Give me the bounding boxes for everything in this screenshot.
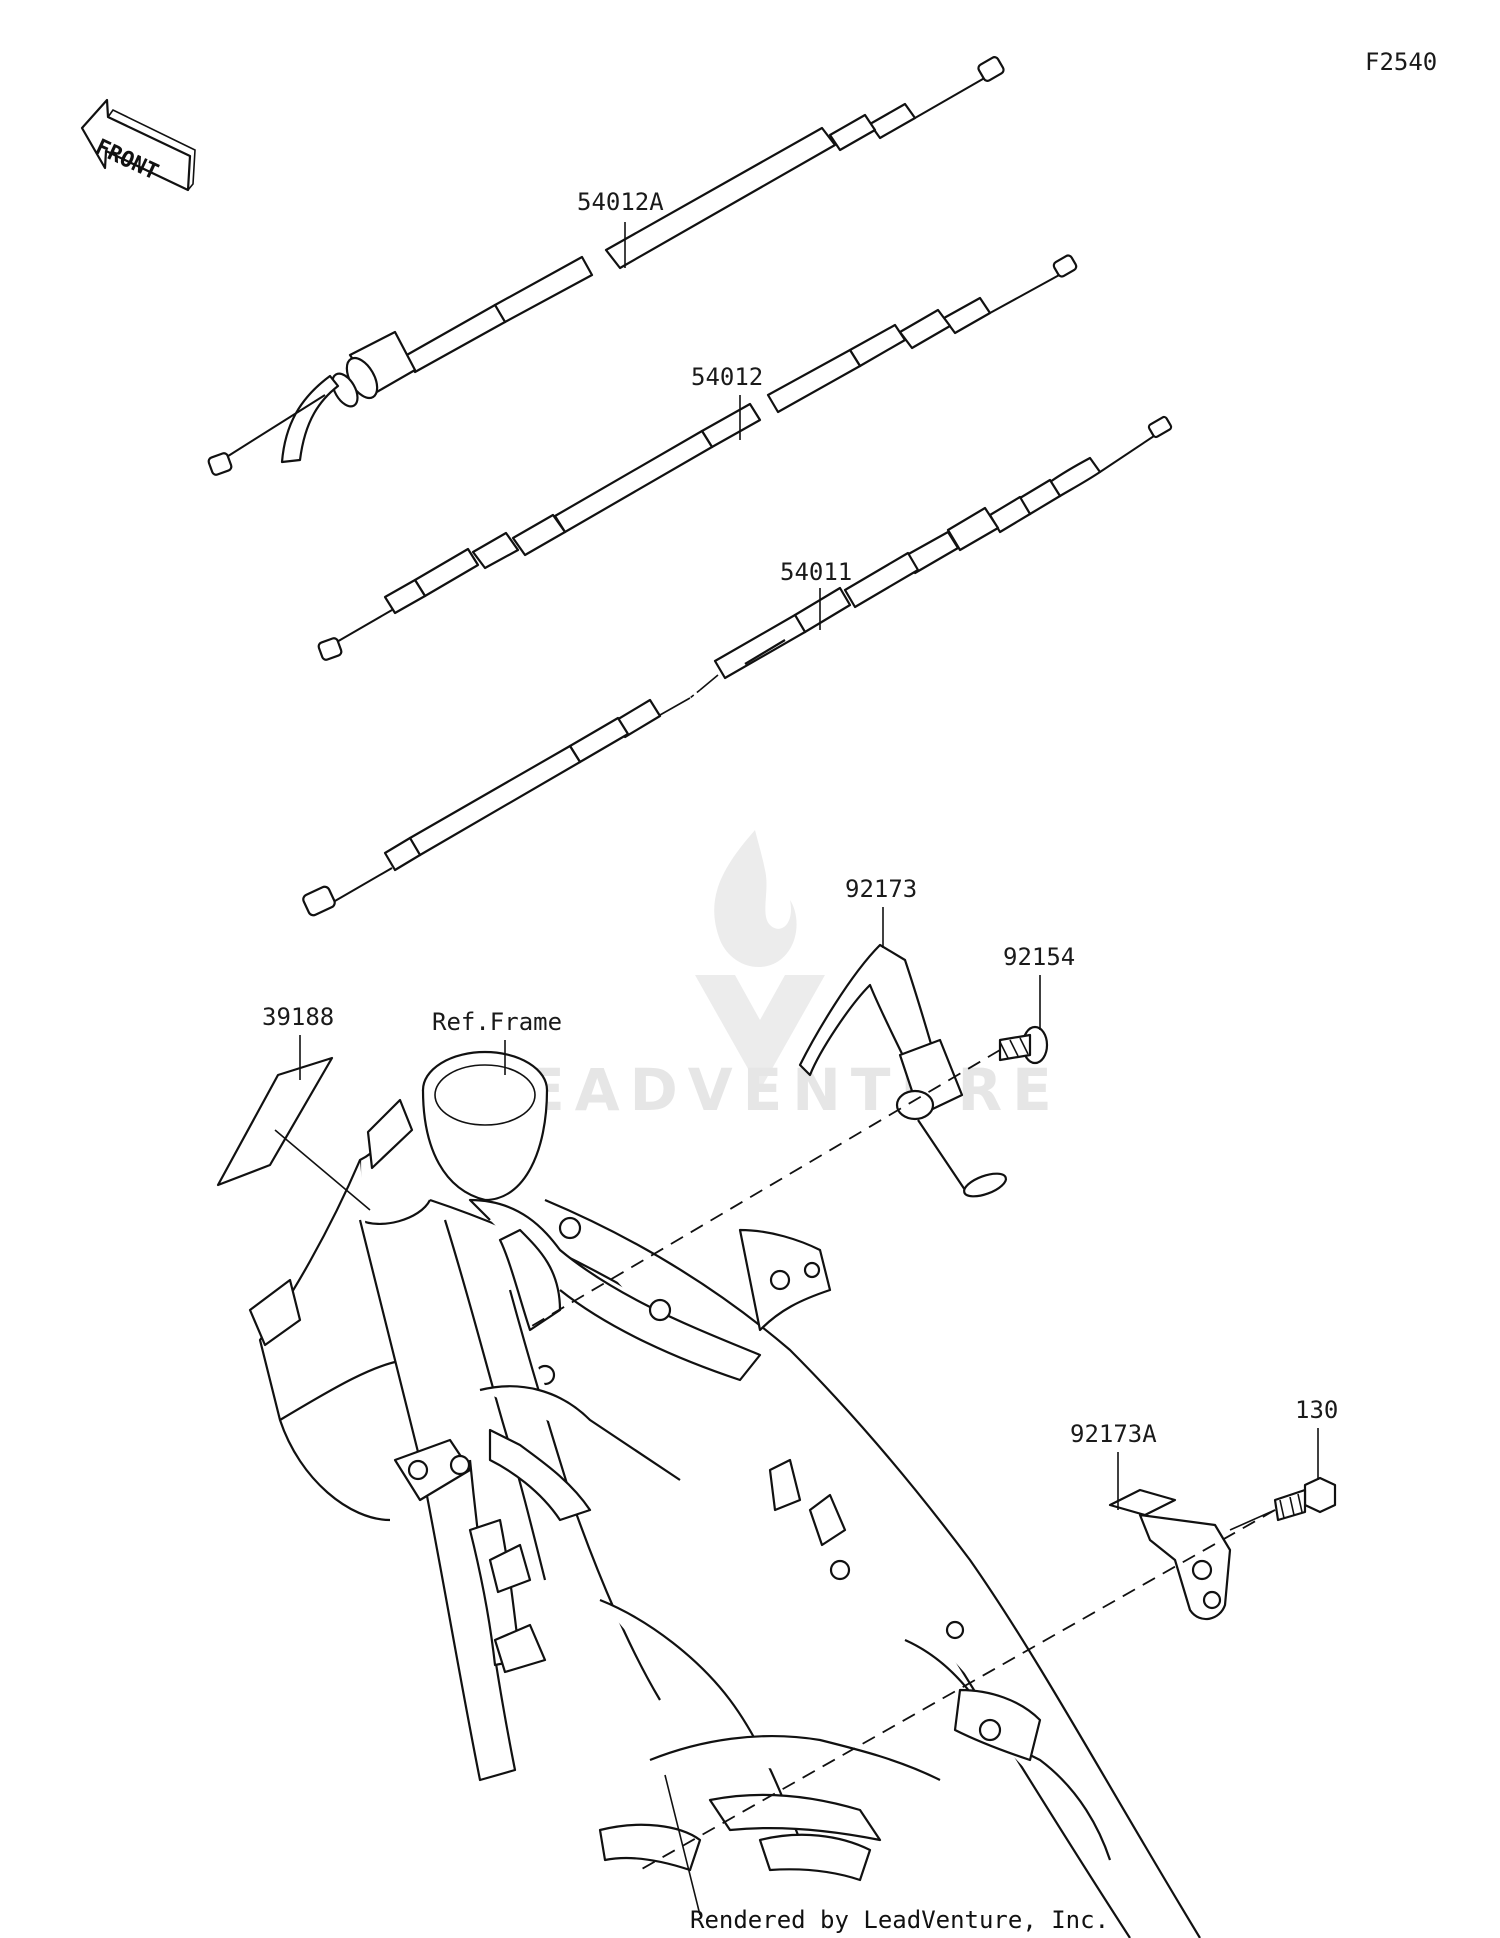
callout-39188: 39188 <box>262 1003 334 1031</box>
callout-130: 130 <box>1295 1396 1338 1424</box>
part-92154 <box>998 1025 1049 1065</box>
cable-54012a <box>207 56 1005 476</box>
callout-ref-frame: Ref.Frame <box>432 1008 562 1036</box>
callout-labels: 54012A 54012 54011 92173 92154 39188 Ref… <box>262 188 1338 1448</box>
frame <box>248 1050 1201 1938</box>
leader-lines <box>274 222 1319 1916</box>
cable-54012 <box>317 254 1078 661</box>
cable-54011 <box>302 415 1173 917</box>
part-92173a <box>1108 1488 1232 1621</box>
front-arrow: FRONT <box>80 98 196 192</box>
callout-92173: 92173 <box>845 875 917 903</box>
part-130 <box>1273 1476 1337 1522</box>
callout-92154: 92154 <box>1003 943 1075 971</box>
part-39188 <box>216 1056 334 1187</box>
assembly-lines <box>524 1049 1276 1871</box>
callout-54012: 54012 <box>691 363 763 391</box>
watermark: LEADVENTURE <box>478 830 1052 1124</box>
part-92173 <box>798 943 1008 1198</box>
front-arrow-icon <box>80 98 192 192</box>
callout-54012a: 54012A <box>577 188 664 216</box>
diagram-code: F2540 <box>1365 48 1437 76</box>
callout-92173a: 92173A <box>1070 1420 1157 1448</box>
watermark-v-icon <box>695 975 825 1090</box>
callout-54011: 54011 <box>780 558 852 586</box>
watermark-flame-icon <box>714 830 797 968</box>
footer-text: Rendered by LeadVenture, Inc. <box>690 1906 1109 1934</box>
